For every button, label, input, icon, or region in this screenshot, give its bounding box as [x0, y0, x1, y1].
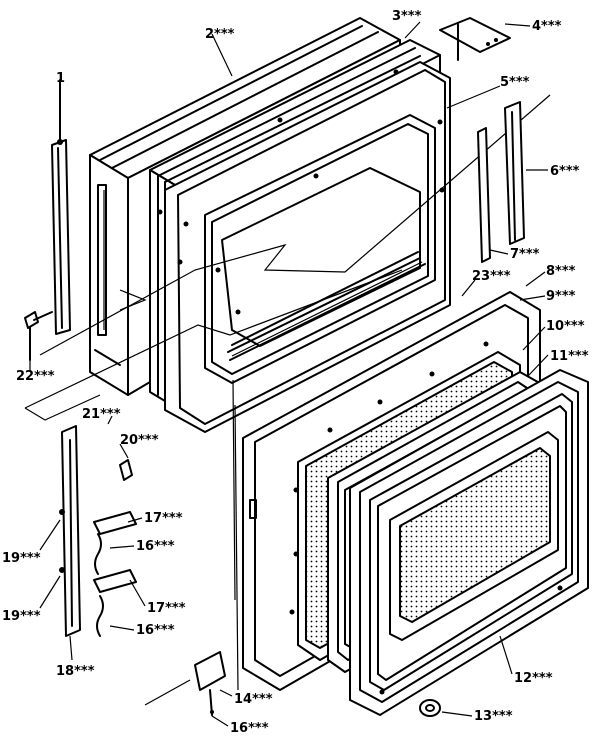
alignment-guide-lines [24, 94, 551, 706]
callout-16-lower: 16*** [136, 623, 175, 638]
callout-1: 1 [56, 71, 65, 86]
bottom-hinge-bracket [194, 651, 226, 716]
callout-7: 7*** [510, 247, 540, 262]
callout-6: 6*** [550, 164, 580, 179]
right-side-channel [504, 101, 525, 245]
callout-18: 18*** [56, 664, 95, 679]
door-knob [419, 699, 441, 717]
callout-16-upper: 16*** [136, 539, 175, 554]
small-vertical-strip [477, 127, 491, 263]
callout-13: 13*** [474, 709, 513, 724]
leader-lines [29, 21, 549, 727]
callout-labels: 1 2*** 3*** 4*** 5*** 6*** 7*** 8*** 9**… [2, 9, 589, 736]
callout-20: 20*** [120, 433, 159, 448]
callout-8: 8*** [546, 264, 576, 279]
callout-21: 21*** [82, 407, 121, 422]
callout-16-bottom: 16*** [230, 721, 269, 736]
callout-23: 23*** [472, 269, 511, 284]
callout-17-upper: 17*** [144, 511, 183, 526]
front-door-panel [349, 369, 589, 716]
left-trim-strip [51, 79, 71, 335]
callout-17-lower: 17*** [147, 601, 186, 616]
callout-3: 3*** [392, 9, 422, 24]
callout-10: 10*** [546, 319, 585, 334]
callout-12: 12*** [514, 671, 553, 686]
callout-14: 14*** [234, 692, 273, 707]
callout-2: 2*** [205, 27, 235, 42]
inner-door-frame [157, 61, 451, 433]
hinge-bracket-top [439, 17, 511, 61]
callout-19-lower: 19*** [2, 609, 41, 624]
callout-4: 4*** [532, 19, 562, 34]
callout-19-upper: 19*** [2, 551, 41, 566]
screw-22 [24, 311, 53, 361]
hinge-assembly [59, 425, 137, 637]
callout-22: 22*** [16, 369, 55, 384]
callout-5: 5*** [500, 75, 530, 90]
callout-11: 11*** [550, 349, 589, 364]
callout-9: 9*** [546, 289, 576, 304]
